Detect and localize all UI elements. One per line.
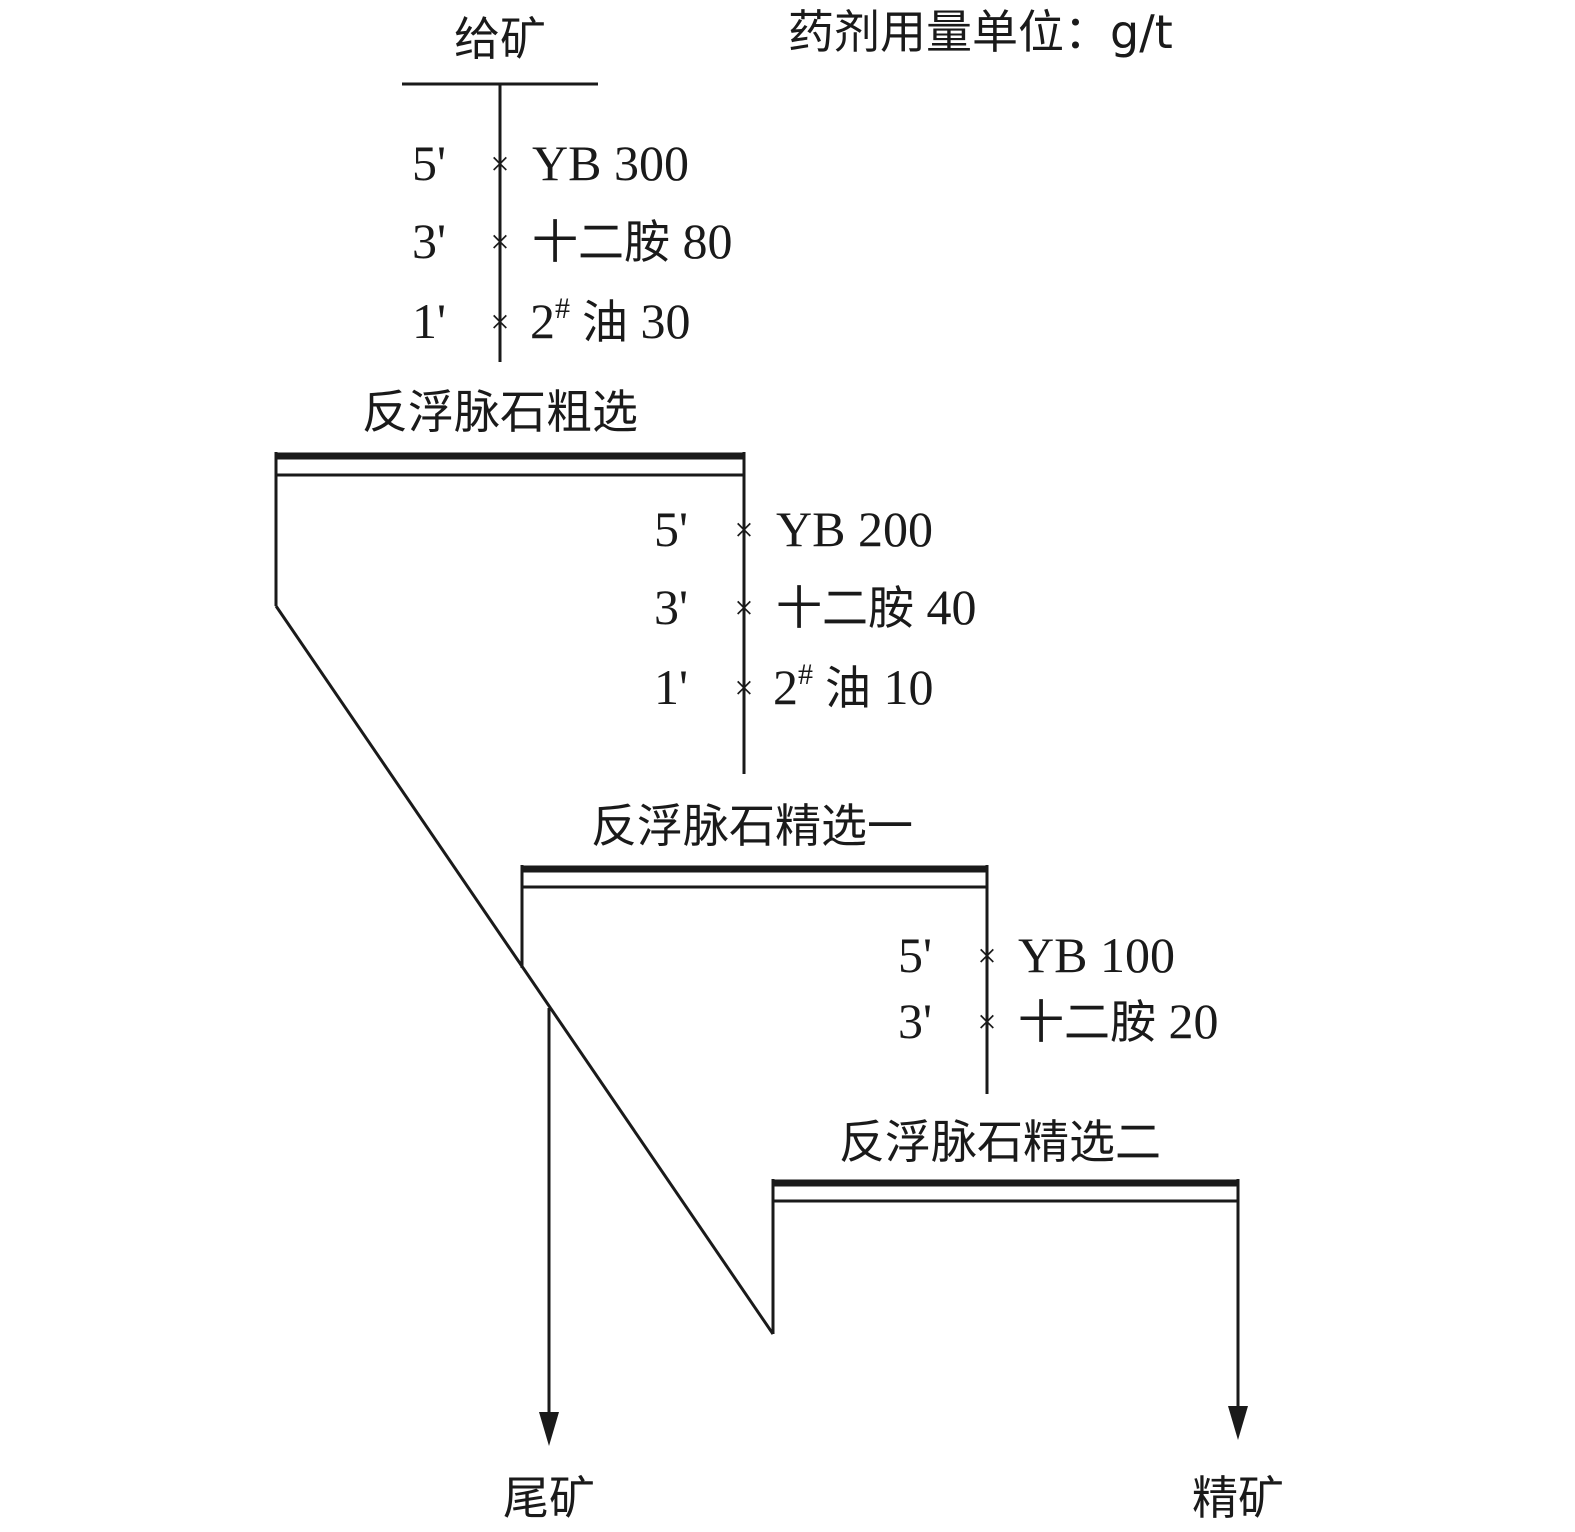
reagent-dose-line: 十二胺 40 <box>776 579 977 635</box>
stage2-title: 反浮脉石精选一 <box>591 799 913 853</box>
reagent-time: 3' <box>898 993 932 1049</box>
reagent-x-mark: × <box>977 1004 996 1041</box>
reagent-dose-line: YB 200 <box>776 501 933 557</box>
stage1-reagents: 5' × YB 300 3' × 十二胺 80 1' × 2#油 30 <box>412 135 733 349</box>
reagent-dose-line: 十二胺 80 <box>532 213 733 269</box>
stage2-reagents: 5' × YB 200 3' × 十二胺 40 1' × 2#油 10 <box>654 501 977 715</box>
reagent-x-mark: × <box>734 670 753 707</box>
reagent-time: 5' <box>898 927 932 983</box>
tailings-label: 尾矿 <box>503 1471 595 1525</box>
reagent-time: 5' <box>654 501 688 557</box>
reagent-x-mark: × <box>490 304 509 341</box>
reagent-time: 3' <box>412 213 446 269</box>
reagent-x-mark: × <box>490 224 509 261</box>
concentrate-label: 精矿 <box>1192 1471 1284 1525</box>
feed-label: 给矿 <box>454 12 546 66</box>
tailings-arrow-icon <box>539 1412 559 1446</box>
reagent-x-mark: × <box>734 590 753 627</box>
reagent-x-mark: × <box>977 938 996 975</box>
reagent-dose-line: 2#油 30 <box>530 292 691 349</box>
stage3-title: 反浮脉石精选二 <box>839 1115 1161 1169</box>
unit-note: 药剂用量单位：g/t <box>788 5 1173 59</box>
concentrate-arrow-icon <box>1228 1406 1248 1440</box>
stage1-tailing-diagonal <box>274 605 775 1335</box>
reagent-time: 1' <box>412 293 446 349</box>
reagent-x-mark: × <box>734 512 753 549</box>
reagent-time: 3' <box>654 579 688 635</box>
reagent-dose-line: 2#油 10 <box>773 658 934 715</box>
reagent-dose-line: YB 300 <box>532 135 689 191</box>
stage3-reagents: 5' × YB 100 3' × 十二胺 20 <box>898 927 1219 1049</box>
reagent-dose-line: YB 100 <box>1018 927 1175 983</box>
reagent-time: 1' <box>654 659 688 715</box>
stage1-title: 反浮脉石粗选 <box>362 385 638 439</box>
reagent-x-mark: × <box>490 146 509 183</box>
reagent-time: 5' <box>412 135 446 191</box>
reagent-dose-line: 十二胺 20 <box>1018 993 1219 1049</box>
